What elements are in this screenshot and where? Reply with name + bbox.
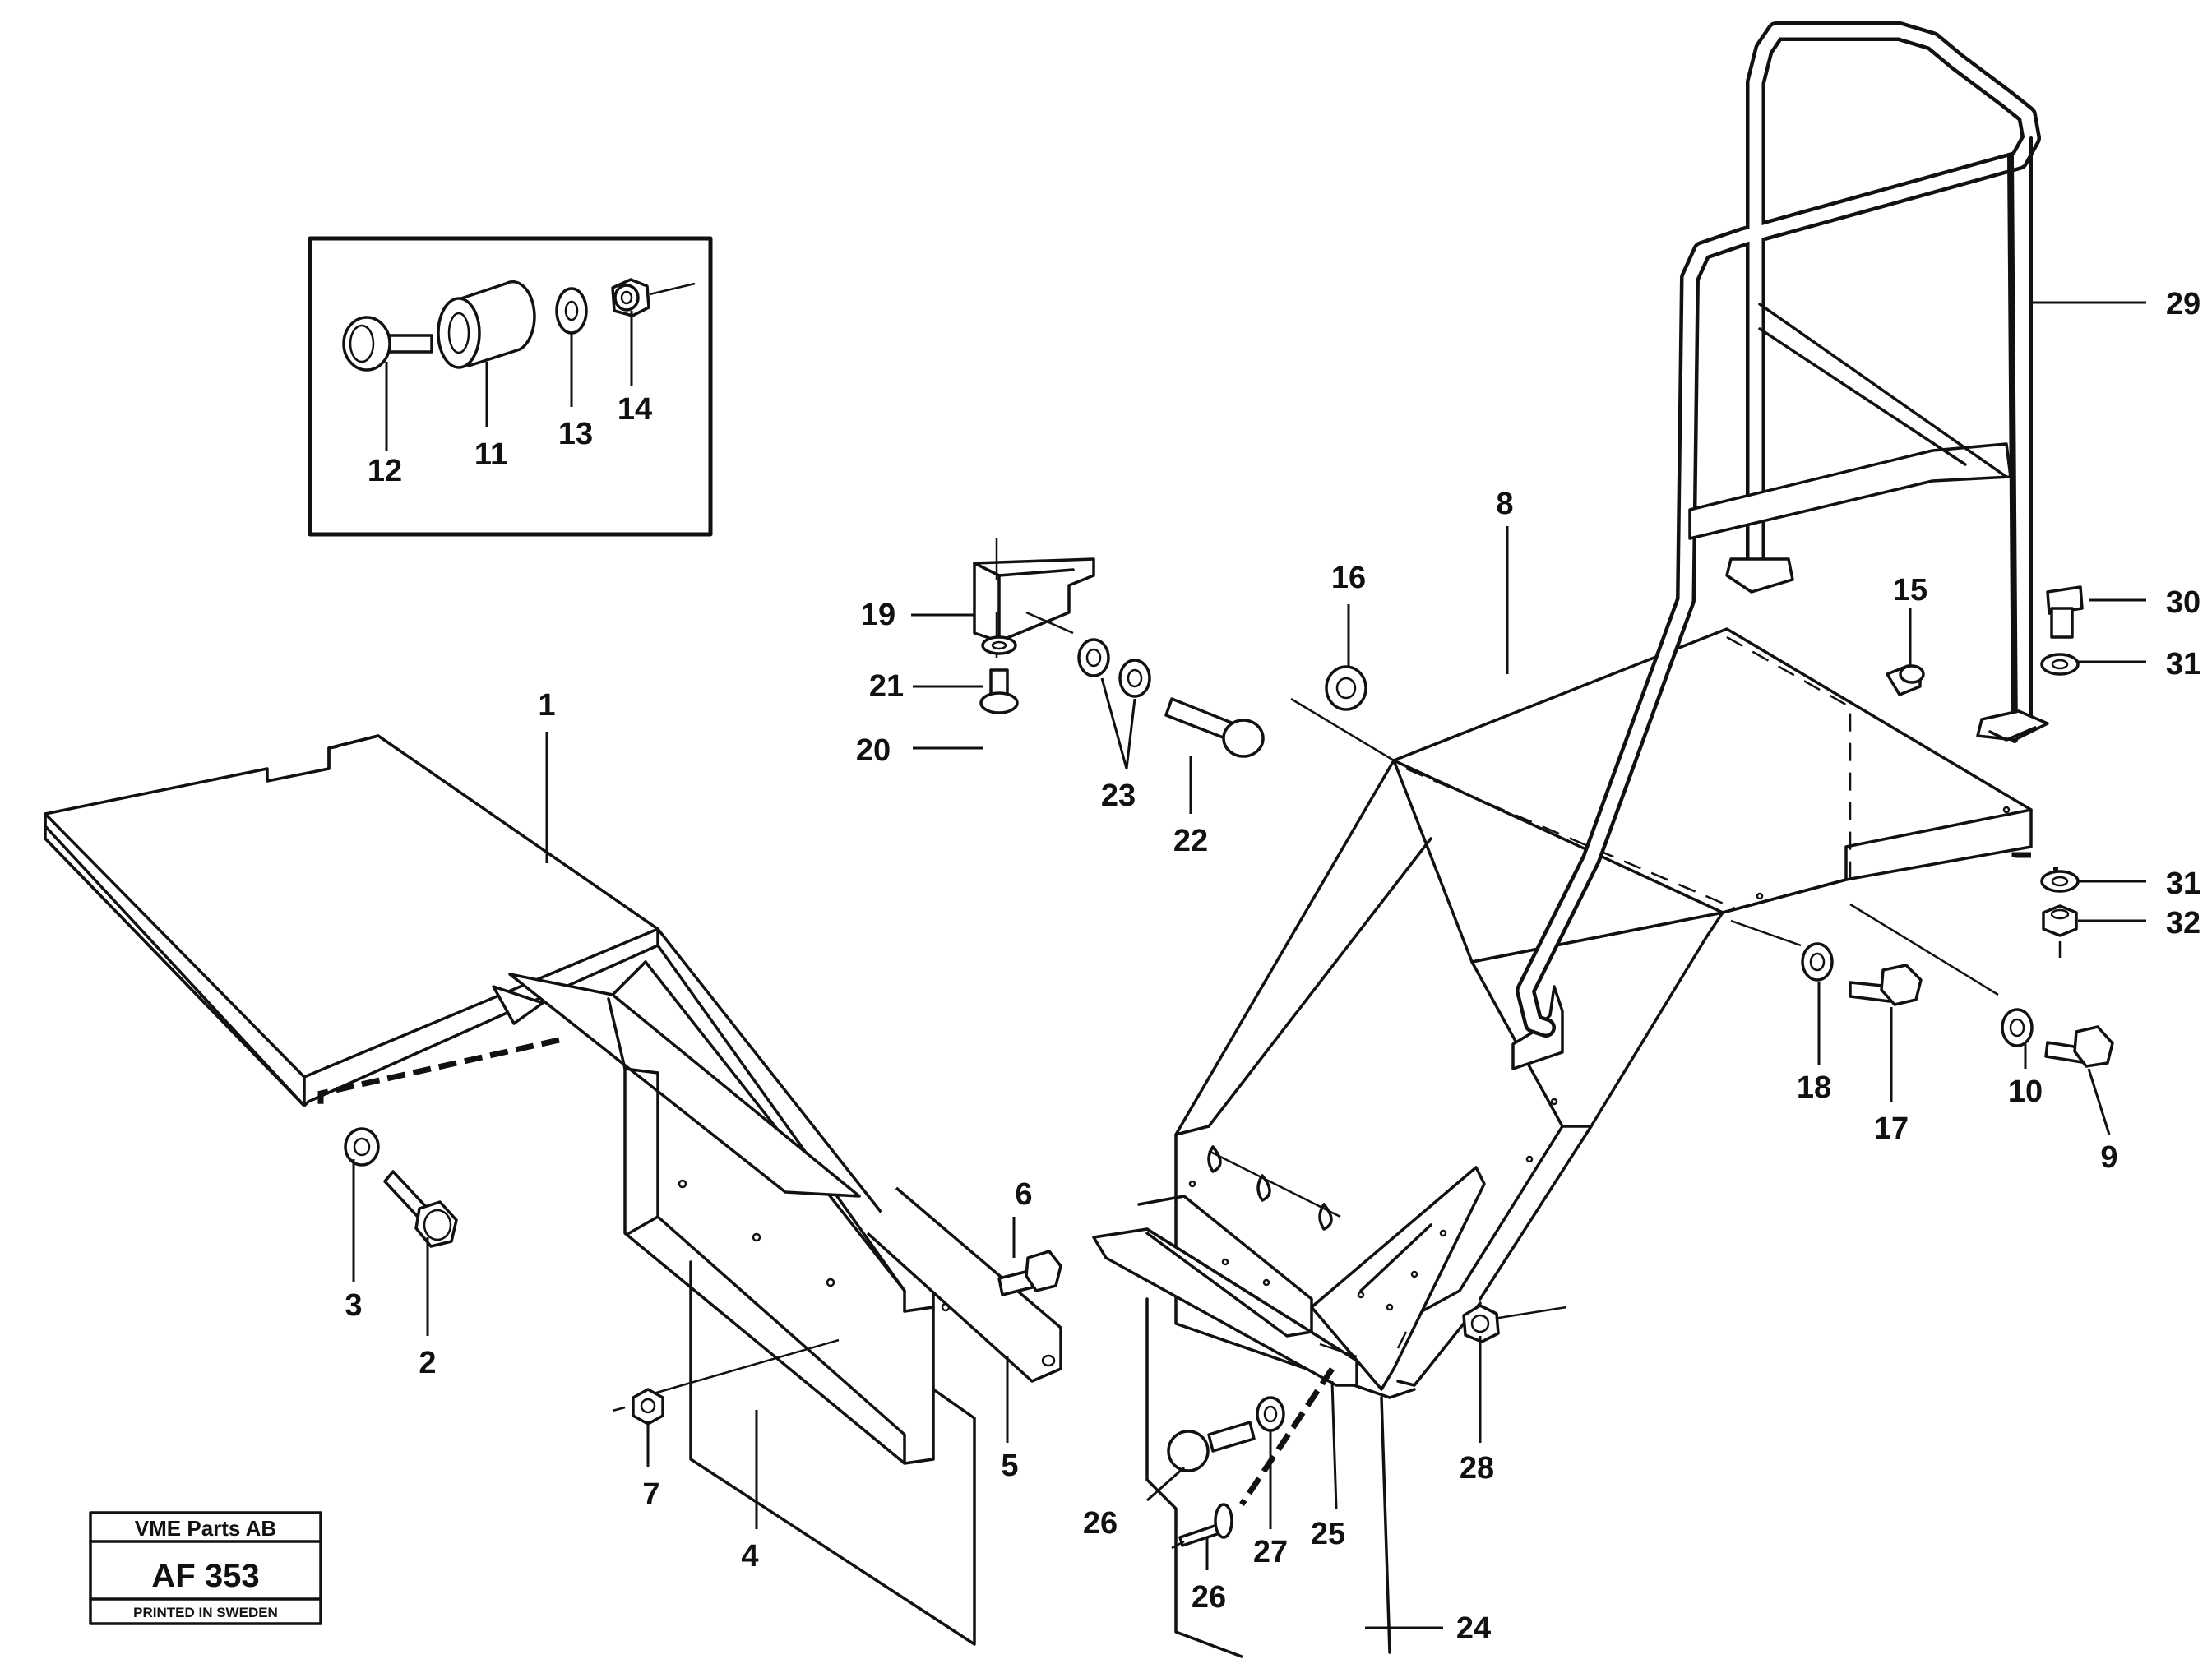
bolt-22	[1164, 697, 1265, 758]
callout-28: 28	[1460, 1451, 1494, 1486]
callout-labels: 1 2 3 4 5 6 7 8 9 10 11 12 13 14 15 16 1…	[345, 287, 2200, 1646]
callout-2: 2	[419, 1346, 436, 1380]
washer-3	[344, 1127, 380, 1167]
nut-14	[611, 278, 650, 317]
title-block: VME Parts AB AF 353 PRINTED IN SWEDEN	[89, 1511, 322, 1625]
callout-19: 19	[861, 598, 895, 632]
bolt-17	[1849, 964, 1923, 1006]
callout-27: 27	[1253, 1535, 1288, 1569]
callout-31a: 31	[2166, 647, 2200, 682]
callout-6: 6	[1015, 1177, 1032, 1212]
washer-31-bottom	[2040, 870, 2080, 893]
callout-29: 29	[2166, 287, 2200, 321]
bracket-19	[973, 538, 1095, 658]
title-block-company: VME Parts AB	[135, 1516, 276, 1541]
callout-31b: 31	[2166, 867, 2200, 901]
nut-7	[612, 1388, 664, 1426]
plug-15	[1886, 664, 1925, 696]
washer-10	[2001, 1008, 2034, 1047]
washer-16	[1325, 665, 1367, 711]
spacer-11	[437, 280, 536, 369]
bolt-12	[342, 316, 433, 372]
handrail-29	[1511, 21, 2049, 1070]
callout-12: 12	[368, 454, 402, 488]
washer-13	[555, 287, 588, 335]
left-fender	[44, 734, 1062, 1646]
callout-26a: 26	[1083, 1506, 1118, 1541]
callout-3: 3	[345, 1288, 362, 1323]
callout-13: 13	[558, 417, 593, 451]
callout-20: 20	[856, 733, 891, 768]
callout-5: 5	[1001, 1449, 1018, 1483]
callout-7: 7	[642, 1477, 659, 1512]
callout-23: 23	[1101, 779, 1136, 813]
callout-24: 24	[1456, 1611, 1491, 1646]
washer-31-top	[2040, 653, 2080, 676]
callout-1: 1	[538, 688, 555, 723]
bolt-26	[1167, 1421, 1256, 1472]
callout-25: 25	[1311, 1517, 1345, 1551]
callout-10: 10	[2008, 1075, 2043, 1109]
title-block-printed: PRINTED IN SWEDEN	[133, 1605, 278, 1620]
bolt-6	[997, 1217, 1062, 1296]
bolt-9	[2044, 1025, 2114, 1068]
washer-27	[1256, 1396, 1285, 1432]
leaders	[352, 301, 2146, 1629]
callout-15: 15	[1893, 573, 1927, 608]
bolt-30	[2046, 585, 2084, 639]
callout-4: 4	[741, 1539, 758, 1574]
washers-23	[1077, 638, 1151, 698]
callout-14: 14	[618, 392, 652, 427]
rivet-26	[1171, 1503, 1233, 1550]
callout-21: 21	[869, 669, 904, 704]
callout-17: 17	[1874, 1111, 1909, 1146]
washer-21	[981, 635, 1017, 655]
washer-18	[1801, 942, 1834, 982]
callout-11: 11	[474, 437, 507, 472]
callout-16: 16	[1331, 561, 1366, 595]
callout-9: 9	[2100, 1140, 2117, 1175]
nut-28	[1462, 1304, 1500, 1343]
callout-32: 32	[2166, 906, 2200, 940]
right-platform	[1092, 627, 2058, 1658]
callout-30: 30	[2166, 585, 2200, 620]
screw-20	[979, 668, 1019, 714]
inset-detail	[308, 236, 713, 537]
callout-8: 8	[1496, 487, 1513, 521]
callout-26b: 26	[1192, 1580, 1226, 1615]
bolt-2	[383, 1170, 458, 1248]
callout-18: 18	[1797, 1070, 1831, 1105]
nut-32	[2042, 904, 2078, 958]
title-block-code: AF 353	[151, 1558, 259, 1594]
callout-22: 22	[1173, 824, 1208, 858]
